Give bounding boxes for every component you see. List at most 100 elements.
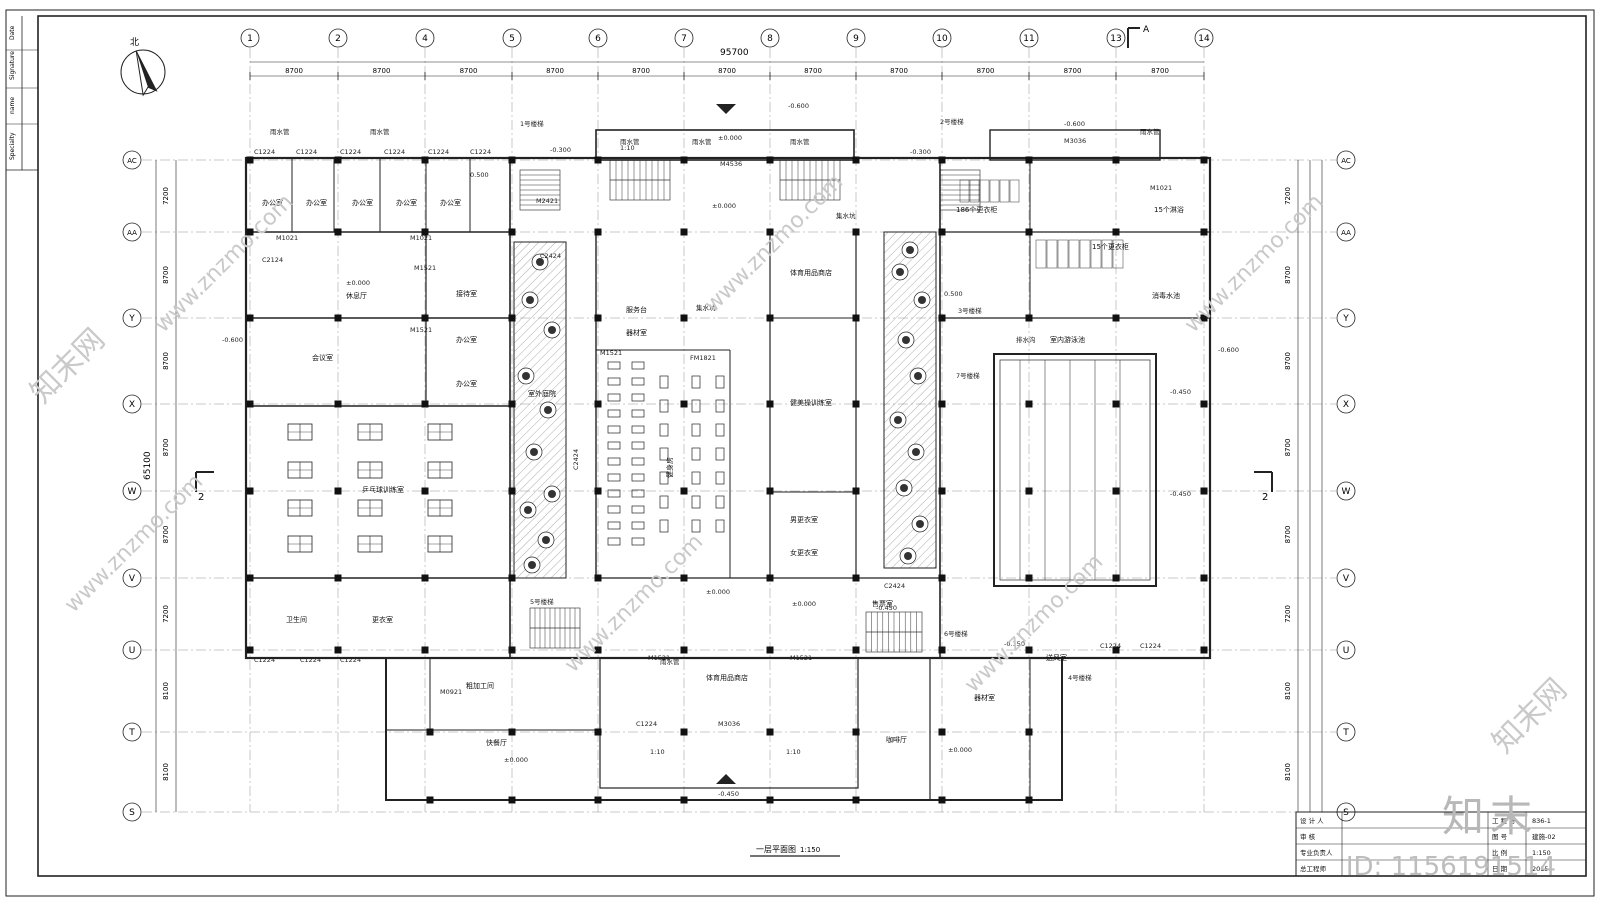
column [1200, 314, 1208, 322]
svg-text:C2124: C2124 [262, 256, 283, 264]
column [594, 400, 602, 408]
axis-label-row: AC [1341, 157, 1351, 165]
svg-text:3号楼梯: 3号楼梯 [958, 306, 982, 315]
column [1025, 314, 1033, 322]
tb-date-label: 日 期 [1492, 865, 1508, 873]
column [594, 574, 602, 582]
column [594, 646, 602, 654]
column [1112, 400, 1120, 408]
svg-text:C1224: C1224 [296, 148, 317, 156]
column [680, 156, 688, 164]
bench [691, 375, 701, 389]
annotations: M1521 M1521 M1521 M1521 M1521 M1021 M102… [222, 102, 1239, 798]
column [1200, 400, 1208, 408]
axis-bubble-row [122, 722, 142, 742]
svg-text:雨水管: 雨水管 [692, 137, 712, 146]
axis-label-col: 13 [1110, 34, 1121, 44]
room-sports-shop-2: 体育用品商店 [706, 673, 748, 682]
column [938, 574, 946, 582]
axis-label-row: Y [128, 314, 135, 324]
svg-text:-0.600: -0.600 [1064, 120, 1085, 128]
locker [979, 179, 990, 203]
svg-text:-0.300: -0.300 [910, 148, 931, 156]
column [852, 400, 860, 408]
column [766, 156, 774, 164]
room-fast-food: 快餐厅 [486, 738, 507, 747]
column [766, 314, 774, 322]
room-foot-bath: 消毒水池 [1152, 291, 1180, 300]
svg-text:-0.450: -0.450 [1170, 490, 1191, 498]
svg-text:1:10: 1:10 [650, 748, 665, 756]
svg-text:±0.000: ±0.000 [792, 600, 816, 608]
bench [715, 399, 725, 413]
tree-core [542, 536, 550, 544]
room-office-5: 办公室 [440, 198, 461, 207]
courtyard-right [883, 231, 937, 569]
column [421, 314, 429, 322]
column [852, 314, 860, 322]
column [766, 487, 774, 495]
column [680, 646, 688, 654]
column [246, 574, 254, 582]
tree-core [526, 296, 534, 304]
svg-text:1:10: 1:10 [786, 748, 801, 756]
title-block: 设 计 人 审 核 专业负责人 总工程师 工 程 号 图 号 比 例 日 期 8… [1295, 811, 1587, 877]
treadmill [631, 393, 645, 402]
column [1112, 314, 1120, 322]
entrance-marker [716, 104, 736, 114]
dim-row: 8700 [162, 439, 170, 457]
axis-bubble-row [122, 802, 142, 822]
tb-project-no-label: 工 程 号 [1492, 816, 1516, 825]
treadmill [607, 425, 621, 434]
treadmill [631, 505, 645, 514]
dim-span: 8700 [1151, 67, 1169, 75]
tb-scale-label: 比 例 [1492, 848, 1507, 857]
axis-bubble-row [122, 640, 142, 660]
svg-text:±0.000: ±0.000 [948, 746, 972, 754]
tb-drawing-no-label: 图 号 [1492, 833, 1508, 841]
brand-logo: 知末 [1441, 792, 1538, 841]
column [1025, 228, 1033, 236]
bench [659, 447, 669, 461]
svg-text:雨水管: 雨水管 [270, 127, 290, 136]
treadmill [631, 537, 645, 546]
column [246, 314, 254, 322]
room-showers-15: 15个淋浴 [1154, 205, 1184, 214]
dim-row: 8700 [162, 266, 170, 284]
svg-text:M1021: M1021 [1150, 184, 1172, 192]
column [508, 487, 516, 495]
bench [715, 519, 725, 533]
column [938, 400, 946, 408]
svg-text:±0.000: ±0.000 [712, 202, 736, 210]
axis-label-row: Y [1342, 314, 1349, 324]
bench [659, 423, 669, 437]
svg-text:-0.600: -0.600 [1218, 346, 1239, 354]
column [421, 487, 429, 495]
treadmill [607, 409, 621, 418]
svg-text:C1224: C1224 [1140, 642, 1161, 650]
axis-bubble-row [122, 308, 142, 328]
svg-text:1号楼梯: 1号楼梯 [520, 119, 544, 128]
column [1112, 228, 1120, 236]
column [1112, 156, 1120, 164]
column [680, 314, 688, 322]
svg-text:6号楼梯: 6号楼梯 [944, 629, 968, 638]
drawing-scale: 1:150 [800, 846, 820, 854]
svg-text:M1521: M1521 [648, 654, 670, 662]
locker [969, 179, 980, 203]
treadmill [607, 537, 621, 546]
column [1200, 487, 1208, 495]
tree-core [548, 326, 556, 334]
tree-core [918, 296, 926, 304]
axis-bubble-col [1106, 28, 1126, 48]
axis-label-col: 9 [853, 34, 859, 44]
bench [715, 375, 725, 389]
column [938, 796, 946, 804]
axis-bubble-col [588, 28, 608, 48]
tree-core [544, 406, 552, 414]
room-lockers-186: 186个更衣柜 [956, 205, 997, 214]
section-mark-a: A [1127, 25, 1150, 48]
column [1025, 574, 1033, 582]
svg-text:-0.600: -0.600 [222, 336, 243, 344]
column [508, 228, 516, 236]
